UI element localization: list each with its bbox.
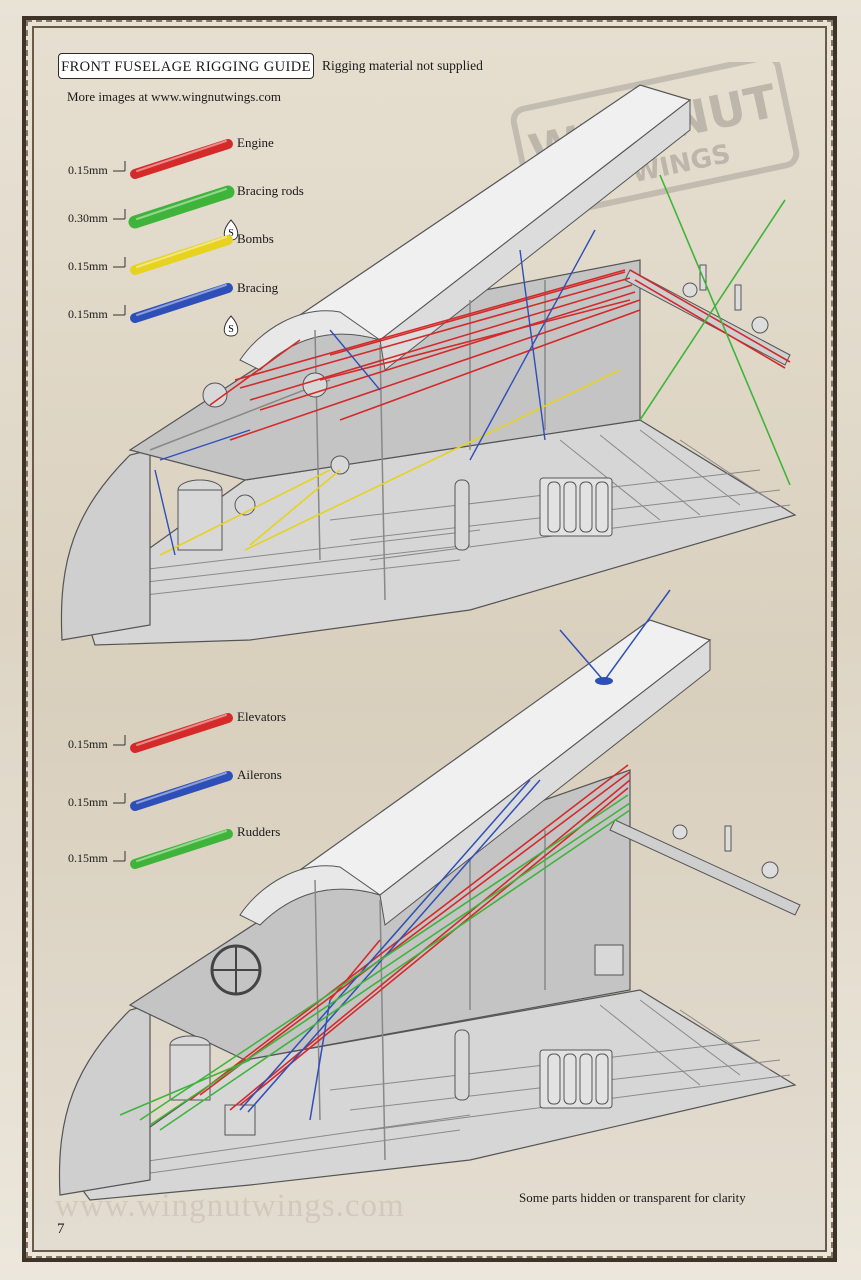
legend-size-rudders: 0.15mm <box>68 851 108 865</box>
page-number: 7 <box>57 1221 65 1237</box>
bottom-rigging-elevators <box>189 764 631 1111</box>
control-wheel <box>210 944 262 996</box>
legend-tick-bracing <box>113 305 126 316</box>
legend-label-engine: Engine <box>237 135 274 150</box>
frame-dotted-border <box>26 20 833 1258</box>
bottom-cowl-arch <box>239 865 381 926</box>
legend-size-engine: 0.15mm <box>68 163 108 177</box>
bottom-rigging-ailerons <box>239 589 671 1121</box>
legend-rod-engine <box>130 139 233 179</box>
top-bomb-rack <box>539 477 613 537</box>
outer-frame <box>22 16 837 1262</box>
legend-size-bracing: 0.15mm <box>68 307 108 321</box>
top-rigging-bombs <box>159 369 621 556</box>
top-nose-wall <box>60 449 151 641</box>
top-rigging-engine <box>209 269 791 441</box>
legend-label-bombs: Bombs <box>237 231 274 246</box>
legend-rod-bracing <box>130 283 233 323</box>
bottom-nose-wall <box>58 1004 151 1196</box>
legend-rod-elevators <box>130 713 233 753</box>
legend-label-ailerons: Ailerons <box>237 767 282 782</box>
legend-rod-bombs <box>130 235 233 275</box>
page-title: FRONT FUSELAGE RIGGING GUIDE <box>58 53 314 79</box>
legend-rod-highlight-bracing <box>136 284 227 316</box>
legend-tick-engine <box>113 161 126 172</box>
top-rigging-bracing-rods <box>639 174 791 486</box>
legend-size-elevators: 0.15mm <box>68 737 108 751</box>
legend-rod-rudders <box>130 829 233 869</box>
legend-label-elevators: Elevators <box>237 709 287 724</box>
footer-website: www.wingnutwings.com <box>55 1188 405 1224</box>
legend-badge-icon-bracing <box>223 315 239 337</box>
legend-rod-highlight-engine <box>136 140 227 172</box>
rigging-note: Rigging material not supplied <box>322 58 483 73</box>
bottom-bomb-rack <box>539 1049 613 1109</box>
legend-rod-highlight-ailerons <box>136 772 227 804</box>
legend-rod-highlight-bombs <box>136 236 227 268</box>
top-cockpit-parts <box>177 372 470 551</box>
legend-badge-text-bracing-rods: S <box>228 228 234 239</box>
legend-rod-highlight-bracing-rods <box>136 188 227 220</box>
legend-size-ailerons: 0.15mm <box>68 795 108 809</box>
top-frame-struts <box>149 280 546 601</box>
more-images-link[interactable]: More images at www.wingnutwings.com <box>67 89 281 104</box>
legend-tick-bracing-rods <box>113 209 126 220</box>
clarity-note: Some parts hidden or transparent for cla… <box>519 1190 746 1205</box>
legend-badge-text-bracing: S <box>228 324 234 335</box>
legend-rod-bracing-rods <box>128 185 235 229</box>
top-rigging-bracing <box>154 229 596 556</box>
legend-tick-bombs <box>113 257 126 268</box>
legend-rod-ailerons <box>130 771 233 811</box>
bottom-rigging-rudders <box>119 794 631 1131</box>
legend-tick-elevators <box>113 735 126 746</box>
legend-label-rudders: Rudders <box>237 824 281 839</box>
bottom-deck-edge <box>379 638 711 926</box>
legend-tick-rudders <box>113 851 126 862</box>
legend-label-bracing: Bracing <box>237 280 279 295</box>
legend-size-bombs: 0.15mm <box>68 259 108 273</box>
legend-tick-ailerons <box>113 793 126 804</box>
legend-rod-highlight-elevators <box>136 714 227 746</box>
legend-size-bracing-rods: 0.30mm <box>68 211 108 225</box>
legend-rod-highlight-rudders <box>136 830 227 862</box>
legend-label-bracing-rods: Bracing rods <box>237 183 304 198</box>
bottom-control-bar <box>609 819 801 916</box>
